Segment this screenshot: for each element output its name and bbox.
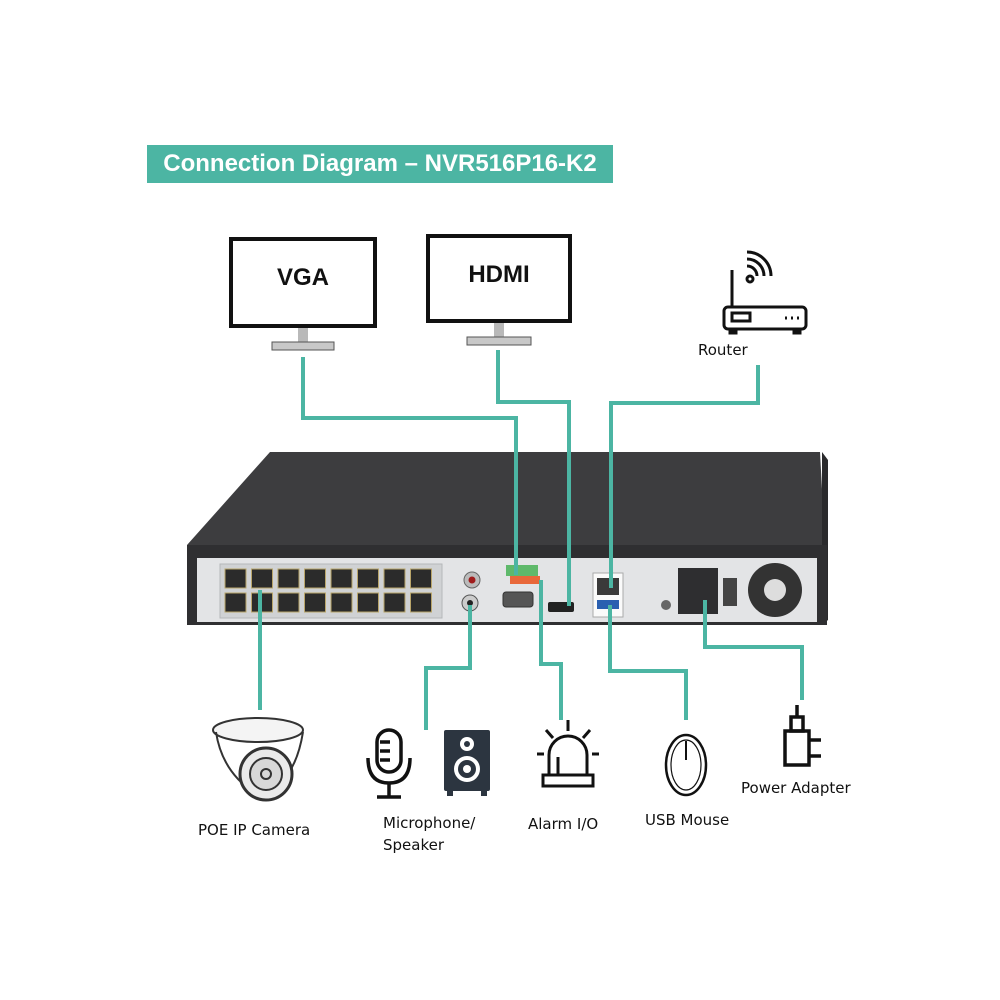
poe-port[interactable] <box>304 592 326 613</box>
usb-line <box>608 605 688 720</box>
audio-out-center <box>467 600 473 606</box>
poe-port[interactable] <box>277 568 300 589</box>
diagram-title: Connection Diagram – NVR516P16-K2 <box>147 145 613 183</box>
ground-screw <box>661 600 671 610</box>
poe-port[interactable] <box>410 592 432 613</box>
nvr-device <box>187 452 828 625</box>
alarm-label: Alarm I/O <box>528 815 599 833</box>
connection-lines <box>258 350 804 730</box>
audio-in-center <box>468 576 476 584</box>
nvr-top-cover <box>187 452 825 545</box>
power-line <box>703 600 804 700</box>
audio-label-line1: Microphone/ <box>383 814 476 832</box>
poe-port[interactable] <box>224 568 247 589</box>
poe-port[interactable] <box>383 592 406 613</box>
vga-monitor-icon <box>229 237 377 351</box>
speaker-icon <box>444 730 490 796</box>
alarm-terminal-green[interactable] <box>506 565 538 576</box>
alarm-terminal-orange <box>510 576 540 584</box>
vga-monitor-label: VGA <box>276 264 329 291</box>
lan-line <box>609 365 760 588</box>
microphone-icon <box>366 728 412 799</box>
poe-port[interactable] <box>277 592 300 613</box>
lan-port[interactable] <box>597 578 619 595</box>
fan-hub <box>764 579 786 601</box>
dome-camera-icon <box>212 717 304 802</box>
usb-port[interactable] <box>597 600 619 609</box>
vga-line <box>301 357 518 575</box>
hdmi-line <box>496 350 571 606</box>
poe-port[interactable] <box>304 568 326 589</box>
alarm-light-icon <box>537 720 599 788</box>
poe-port[interactable] <box>330 592 353 613</box>
power-label: Power Adapter <box>741 779 851 797</box>
alarm-line <box>539 580 563 720</box>
router-icon <box>722 250 808 335</box>
poe-port[interactable] <box>251 568 273 589</box>
vga-port[interactable] <box>502 591 534 608</box>
poe-port[interactable] <box>224 592 247 613</box>
hdmi-monitor-label: HDMI <box>468 261 530 288</box>
poe-port[interactable] <box>410 568 432 589</box>
mouse-label: USB Mouse <box>645 811 730 829</box>
poe-port[interactable] <box>357 592 379 613</box>
power-inlet[interactable] <box>678 568 718 614</box>
mouse-icon <box>664 733 708 797</box>
poe-port[interactable] <box>357 568 379 589</box>
power-switch[interactable] <box>723 578 737 606</box>
camera-label: POE IP Camera <box>198 821 311 839</box>
audio-line <box>424 605 472 730</box>
hdmi-monitor-icon <box>426 234 572 346</box>
router-label: Router <box>698 341 748 359</box>
audio-label-line2: Speaker <box>383 836 445 854</box>
power-plug-icon <box>783 705 821 767</box>
poe-ports <box>224 568 432 613</box>
poe-port[interactable] <box>330 568 353 589</box>
poe-port[interactable] <box>383 568 406 589</box>
